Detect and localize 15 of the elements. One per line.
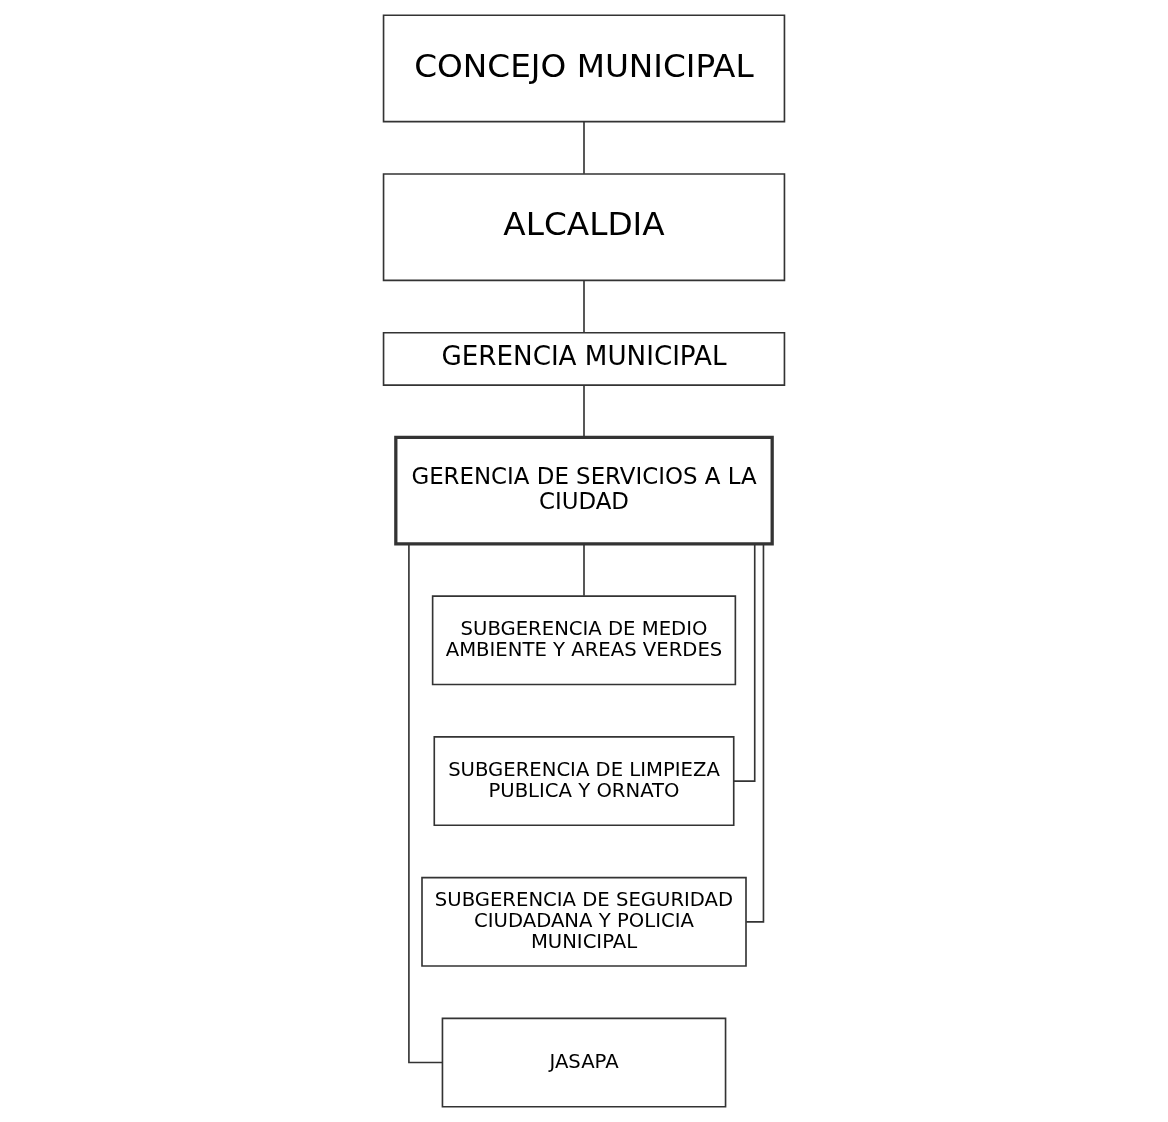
node-box: JASAPA	[441, 1017, 727, 1108]
connector	[583, 384, 585, 439]
connector	[583, 543, 585, 597]
connector	[583, 120, 585, 175]
node-box: GERENCIA MUNICIPAL	[382, 331, 786, 386]
connector	[732, 543, 756, 782]
node-box: SUBGERENCIA DE LIMPIEZA PUBLICA Y ORNATO	[433, 736, 735, 827]
node-box: SUBGERENCIA DE SEGURIDAD CIUDADANA Y POLICIA MUNICIPAL	[421, 876, 747, 967]
connector	[408, 543, 444, 1064]
connector	[583, 279, 585, 333]
connector	[745, 543, 765, 923]
node-box: ALCALDIA	[382, 173, 786, 282]
node-box: SUBGERENCIA DE MEDIO AMBIENTE Y AREAS VERDES	[431, 595, 737, 686]
node-box: CONCEJO MUNICIPAL	[382, 14, 786, 123]
node-box: GERENCIA DE SERVICIOS A LA CIUDAD	[394, 435, 774, 546]
